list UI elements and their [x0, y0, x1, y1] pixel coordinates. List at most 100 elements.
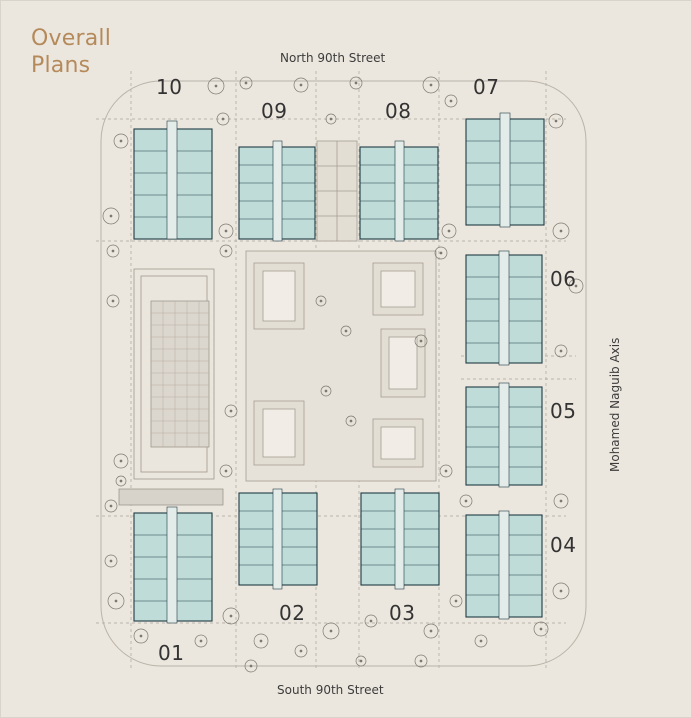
- tree-trunk-dot: [559, 499, 563, 503]
- tree-trunk-dot: [114, 599, 118, 603]
- tree-icon: [106, 294, 120, 308]
- building-03: [360, 488, 440, 590]
- title-line-2: Plans: [31, 53, 91, 78]
- tree-trunk-dot: [299, 649, 303, 653]
- tree-icon: [355, 655, 367, 667]
- tree-trunk-dot: [221, 117, 225, 121]
- tree-icon: [113, 453, 129, 469]
- tree-icon: [207, 77, 225, 95]
- building-label-02: 02: [279, 601, 306, 625]
- street-label-south: South 90th Street: [277, 683, 384, 697]
- building-label-07: 07: [473, 75, 500, 99]
- tree-icon: [320, 385, 332, 397]
- building-label-10: 10: [156, 75, 183, 99]
- tree-icon: [414, 334, 428, 348]
- tree-trunk-dot: [554, 119, 558, 123]
- building-label-05: 05: [550, 399, 577, 423]
- tree-icon: [434, 246, 448, 260]
- tree-trunk-dot: [199, 639, 203, 643]
- tree-icon: [315, 295, 327, 307]
- site-boundary: [100, 80, 587, 667]
- tree-trunk-dot: [329, 629, 333, 633]
- tree-trunk-dot: [539, 627, 543, 631]
- building-label-03: 03: [389, 601, 416, 625]
- tree-icon: [106, 244, 120, 258]
- west-block: [118, 268, 224, 506]
- building-10: [133, 120, 213, 240]
- tree-trunk-dot: [111, 249, 115, 253]
- tree-trunk-dot: [249, 664, 253, 668]
- building-08: [359, 140, 439, 242]
- tree-icon: [322, 622, 340, 640]
- tree-icon: [414, 654, 428, 668]
- tree-trunk-dot: [429, 629, 433, 633]
- tree-icon: [244, 659, 258, 673]
- tree-trunk-dot: [229, 614, 233, 618]
- building-07: [465, 112, 545, 228]
- building-label-09: 09: [261, 99, 288, 123]
- tree-trunk-dot: [224, 469, 228, 473]
- tree-icon: [293, 77, 309, 93]
- tree-icon: [449, 594, 463, 608]
- tree-trunk-dot: [464, 499, 468, 503]
- building-label-04: 04: [550, 533, 577, 557]
- tree-icon: [133, 628, 149, 644]
- tree-icon: [553, 493, 569, 509]
- tree-trunk-dot: [344, 329, 348, 333]
- tree-icon: [239, 76, 253, 90]
- tree-icon: [345, 415, 357, 427]
- tree-trunk-dot: [369, 619, 373, 623]
- street-label-north: North 90th Street: [280, 51, 386, 65]
- page-title: Overall Plans: [31, 25, 111, 79]
- tree-trunk-dot: [449, 99, 453, 103]
- tree-trunk-dot: [319, 299, 323, 303]
- tree-trunk-dot: [259, 639, 263, 643]
- tree-icon: [474, 634, 488, 648]
- tree-trunk-dot: [349, 419, 353, 423]
- tree-icon: [459, 494, 473, 508]
- tree-trunk-dot: [559, 229, 563, 233]
- tree-icon: [349, 76, 363, 90]
- tree-icon: [444, 94, 458, 108]
- tree-trunk-dot: [109, 559, 113, 563]
- building-label-08: 08: [385, 99, 412, 123]
- tree-trunk-dot: [244, 81, 248, 85]
- tree-icon: [552, 222, 570, 240]
- tree-trunk-dot: [359, 659, 363, 663]
- street-label-east: Mohamed Naguib Axis: [608, 337, 622, 472]
- building-09: [238, 140, 316, 242]
- building-label-01: 01: [158, 641, 185, 665]
- tree-trunk-dot: [429, 83, 433, 87]
- tree-icon: [115, 475, 127, 487]
- tree-trunk-dot: [444, 469, 448, 473]
- tree-icon: [104, 554, 118, 568]
- tree-trunk-dot: [559, 349, 563, 353]
- landscape-trees: [102, 76, 584, 673]
- tree-trunk-dot: [139, 634, 143, 638]
- building-01: [133, 506, 213, 624]
- tree-icon: [441, 223, 457, 239]
- tree-icon: [224, 404, 238, 418]
- tree-icon: [422, 76, 440, 94]
- tree-trunk-dot: [119, 139, 123, 143]
- tree-icon: [554, 344, 568, 358]
- tree-trunk-dot: [329, 117, 333, 121]
- building-02: [238, 488, 318, 590]
- tree-trunk-dot: [109, 504, 113, 508]
- tree-icon: [325, 113, 337, 125]
- tree-icon: [216, 112, 230, 126]
- tree-trunk-dot: [324, 389, 328, 393]
- tree-icon: [219, 464, 233, 478]
- tree-trunk-dot: [109, 214, 113, 218]
- tree-trunk-dot: [214, 84, 218, 88]
- tree-icon: [194, 634, 208, 648]
- tree-icon: [222, 607, 240, 625]
- tree-trunk-dot: [119, 479, 123, 483]
- tree-icon: [533, 621, 549, 637]
- tree-trunk-dot: [119, 459, 123, 463]
- tree-trunk-dot: [224, 229, 228, 233]
- tree-icon: [107, 592, 125, 610]
- tree-trunk-dot: [559, 589, 563, 593]
- tree-trunk-dot: [229, 409, 233, 413]
